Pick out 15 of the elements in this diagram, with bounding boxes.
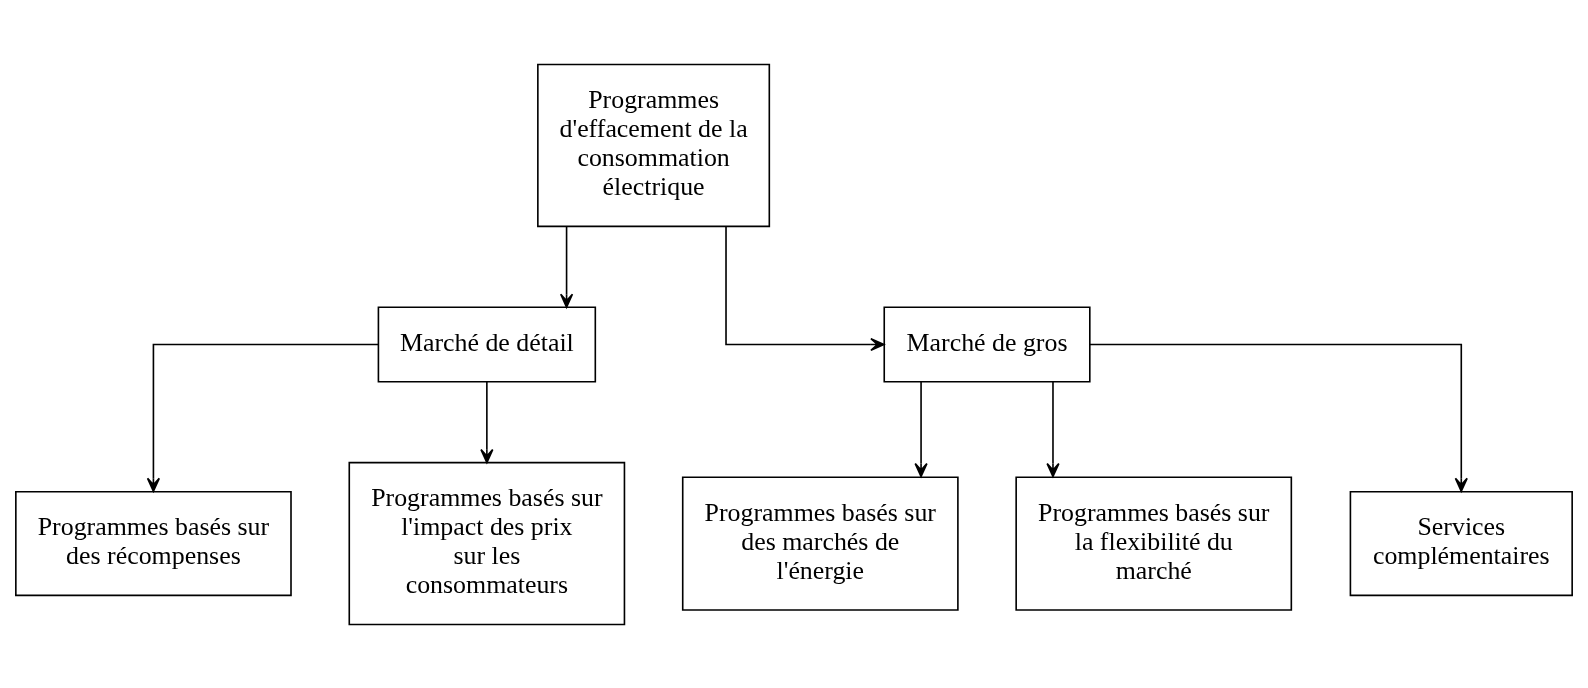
arrow <box>914 380 928 477</box>
arrow <box>1089 343 1468 492</box>
node-box: Marché de détail <box>377 305 597 383</box>
node-box: Programmes basés sur la flexibilité du marché <box>1015 475 1293 611</box>
arrow <box>725 225 885 351</box>
arrow <box>559 225 574 308</box>
node-box: Programmes basés sur des marchés de l'énergie <box>681 475 959 611</box>
node-box: Marché de gros <box>883 305 1091 383</box>
arrow <box>146 343 379 492</box>
node-box: Programmes d'effacement de la consommation électrique <box>537 63 771 227</box>
node-box: Programmes basés sur l'impact des prix sur les consommateurs <box>348 461 626 625</box>
arrow <box>480 380 494 463</box>
node-box: Programmes basés sur des récompenses <box>15 490 292 596</box>
arrow <box>1046 380 1060 477</box>
node-box: Services complémentaires <box>1349 490 1573 596</box>
